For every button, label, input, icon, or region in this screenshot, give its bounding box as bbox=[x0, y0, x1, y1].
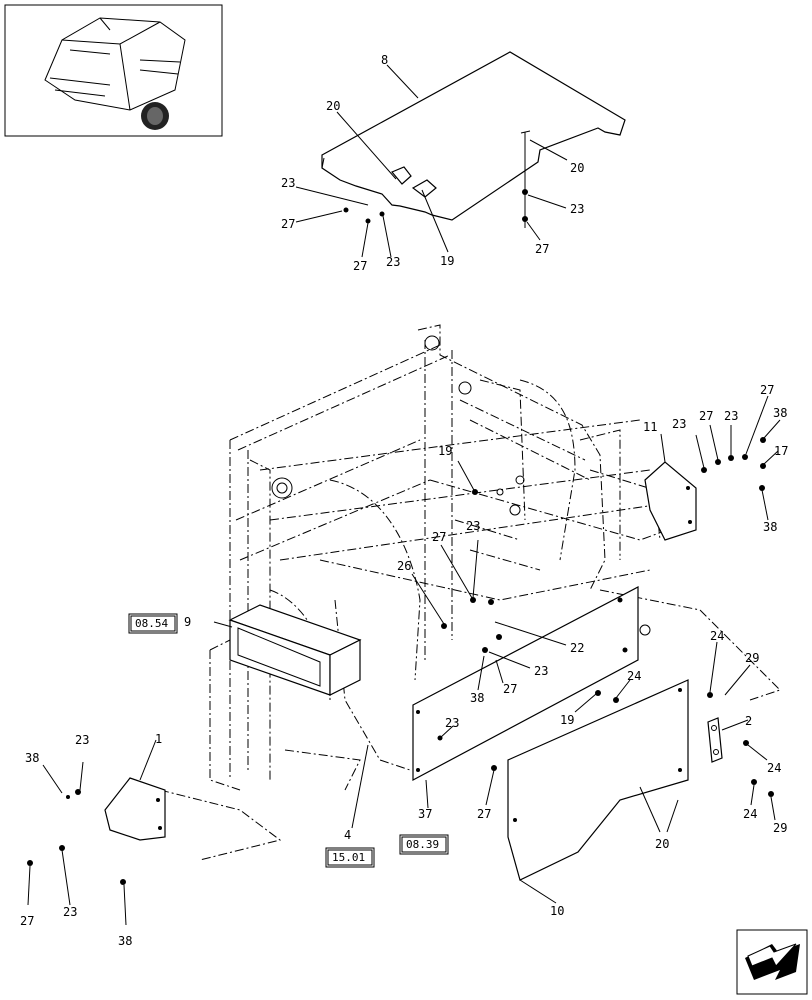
lower-panel-10 bbox=[507, 679, 689, 881]
callout-23: 23 bbox=[386, 255, 400, 269]
front-shield-1 bbox=[104, 777, 166, 841]
callout-22: 22 bbox=[570, 641, 584, 655]
side-shield-11 bbox=[644, 461, 697, 541]
side-panel-37 bbox=[412, 586, 639, 781]
callout-23: 23 bbox=[534, 664, 548, 678]
callout-23: 23 bbox=[724, 409, 738, 423]
callout-23: 23 bbox=[570, 202, 584, 216]
clip-19 bbox=[411, 179, 437, 198]
callout-38: 38 bbox=[773, 406, 787, 420]
callout-27: 27 bbox=[353, 259, 367, 273]
round-baler-thumbnail-icon bbox=[4, 4, 223, 137]
callout-24: 24 bbox=[710, 629, 724, 643]
callout-10: 10 bbox=[550, 904, 564, 918]
callout-23: 23 bbox=[75, 733, 89, 747]
callout-20: 20 bbox=[655, 837, 669, 851]
callout-38: 38 bbox=[470, 691, 484, 705]
callout-38: 38 bbox=[763, 520, 777, 534]
callout-27: 27 bbox=[477, 807, 491, 821]
box-housing-9 bbox=[228, 604, 362, 696]
callout-29: 29 bbox=[745, 651, 759, 665]
callout-1: 1 bbox=[155, 732, 162, 746]
callout-9: 9 bbox=[184, 615, 191, 629]
callout-2: 2 bbox=[745, 714, 752, 728]
callout-23: 23 bbox=[281, 176, 295, 190]
callout-24: 24 bbox=[767, 761, 781, 775]
clip-20 bbox=[391, 166, 412, 185]
callout-26: 26 bbox=[397, 559, 411, 573]
callout-17: 17 bbox=[774, 444, 788, 458]
callout-20: 20 bbox=[570, 161, 584, 175]
callout-23: 23 bbox=[445, 716, 459, 730]
callout-19: 19 bbox=[438, 444, 452, 458]
callout-37: 37 bbox=[418, 807, 432, 821]
callout-27: 27 bbox=[432, 530, 446, 544]
callout-38: 38 bbox=[118, 934, 132, 948]
callout-23: 23 bbox=[466, 519, 480, 533]
svg-text:08.39: 08.39 bbox=[406, 838, 439, 851]
callout-23: 23 bbox=[63, 905, 77, 919]
callout-20: 20 bbox=[326, 99, 340, 113]
top-panel-8 bbox=[321, 51, 626, 221]
callout-4: 4 bbox=[344, 828, 351, 842]
reference-box-08-54[interactable]: 08.54 bbox=[128, 613, 178, 634]
callout-24: 24 bbox=[743, 807, 757, 821]
leader-lines-top bbox=[295, 64, 568, 258]
callout-27: 27 bbox=[760, 383, 774, 397]
next-page-arrow-icon[interactable] bbox=[736, 929, 808, 995]
callout-24: 24 bbox=[627, 669, 641, 683]
callout-27: 27 bbox=[699, 409, 713, 423]
callout-11: 11 bbox=[643, 420, 657, 434]
svg-text:08.54: 08.54 bbox=[135, 617, 168, 630]
callout-27: 27 bbox=[503, 682, 517, 696]
callout-19: 19 bbox=[440, 254, 454, 268]
callout-27: 27 bbox=[535, 242, 549, 256]
bracket-2 bbox=[707, 717, 723, 763]
top-panel-group bbox=[321, 51, 626, 228]
callout-labels: 8 20 20 23 27 27 23 19 23 27 11 23 27 23… bbox=[20, 53, 788, 948]
callout-27: 27 bbox=[281, 217, 295, 231]
callout-19: 19 bbox=[560, 713, 574, 727]
reference-box-15-01[interactable]: 15.01 bbox=[325, 847, 375, 868]
callout-27: 27 bbox=[20, 914, 34, 928]
callout-8: 8 bbox=[381, 53, 388, 67]
svg-text:15.01: 15.01 bbox=[332, 851, 365, 864]
leader-lines-main bbox=[27, 395, 781, 926]
callout-23: 23 bbox=[672, 417, 686, 431]
callout-29: 29 bbox=[773, 821, 787, 835]
reference-box-08-39[interactable]: 08.39 bbox=[399, 834, 449, 855]
callout-38: 38 bbox=[25, 751, 39, 765]
